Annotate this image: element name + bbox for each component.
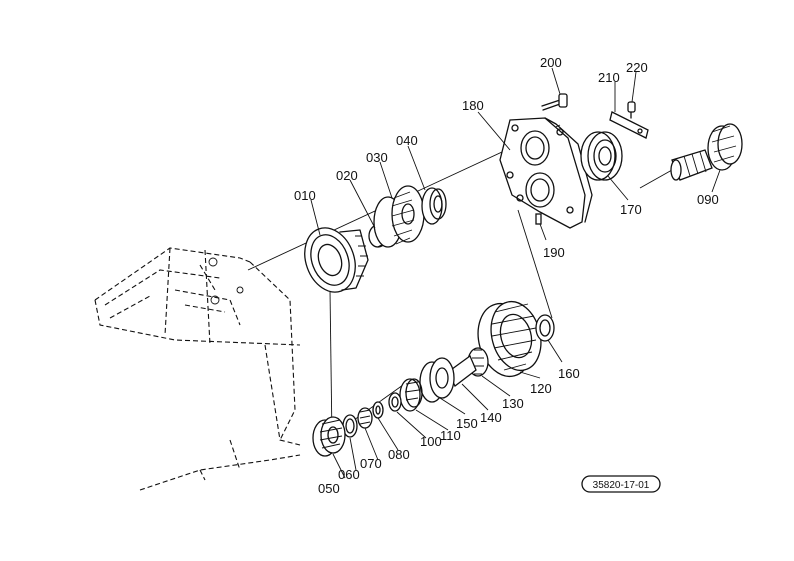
part-100-gear: [388, 392, 402, 412]
part-160-ring: [535, 314, 555, 342]
part-110-gear: [399, 378, 423, 412]
part-030-gear: [373, 185, 425, 248]
label-020: 020: [336, 168, 358, 183]
part-150-coupler: [419, 357, 455, 403]
label-190: 190: [543, 245, 565, 260]
part-090-shaft: [670, 123, 743, 181]
part-200-bolt: [541, 93, 568, 111]
label-180: 180: [462, 98, 484, 113]
label-060: 060: [338, 467, 360, 482]
part-060-ring: [342, 414, 358, 438]
label-100: 100: [420, 434, 442, 449]
drawing-code-badge: 35820-17-01: [581, 475, 661, 493]
label-210: 210: [598, 70, 620, 85]
label-140: 140: [480, 410, 502, 425]
part-010-gear: [304, 227, 369, 293]
part-210-plate: [609, 111, 649, 139]
part-050-gear: [312, 416, 346, 457]
label-120: 120: [530, 381, 552, 396]
label-200: 200: [540, 55, 562, 70]
label-110: 110: [440, 428, 461, 443]
label-050: 050: [318, 481, 340, 496]
label-010: 010: [294, 188, 316, 203]
part-070-bearing: [357, 407, 373, 429]
part-120-gear: [477, 300, 542, 378]
part-190-pin: [535, 213, 542, 225]
label-080: 080: [388, 447, 410, 462]
part-170-bearing: [580, 131, 623, 181]
part-labels: 010 020 030 040 180 200 210 220 170 090 …: [294, 55, 719, 496]
part-220-bolt: [627, 101, 636, 119]
callout-leaders: [310, 67, 721, 479]
label-160: 160: [558, 366, 580, 381]
label-220: 220: [626, 60, 648, 75]
label-070: 070: [360, 456, 382, 471]
part-180-bearing-plate: [499, 117, 593, 229]
label-090: 090: [697, 192, 719, 207]
part-040-ring: [421, 187, 447, 225]
label-040: 040: [396, 133, 418, 148]
part-080-washer: [372, 401, 384, 419]
drawing-code-text: 35820-17-01: [593, 480, 650, 491]
transmission-housing: [94, 247, 301, 491]
label-150: 150: [456, 416, 478, 431]
label-030: 030: [366, 150, 388, 165]
label-130: 130: [502, 396, 524, 411]
label-170: 170: [620, 202, 642, 217]
